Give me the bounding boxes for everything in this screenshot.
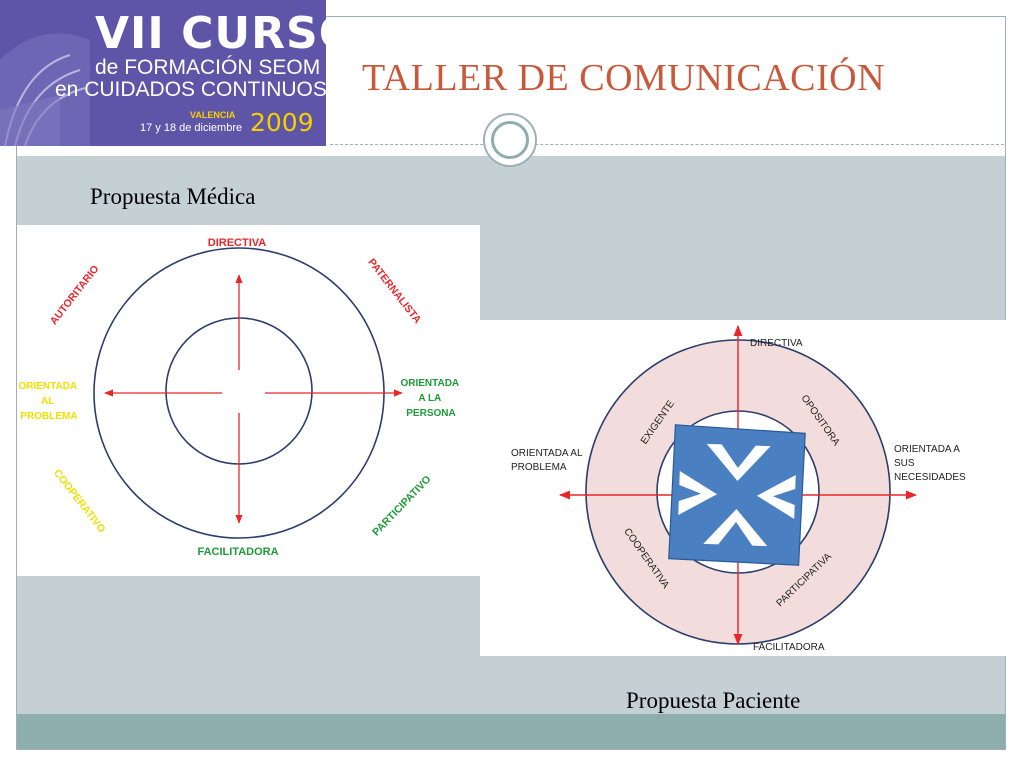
logo-building-graphic xyxy=(0,0,326,146)
logo-line-3: en CUIDADOS CONTINUOS xyxy=(55,78,326,101)
label-propuesta-paciente: Propuesta Paciente xyxy=(626,688,801,713)
label-directiva: DIRECTIVA xyxy=(208,237,267,249)
logo-line-2: de FORMACIÓN SEOM xyxy=(95,56,321,79)
logo-year: 2009 xyxy=(250,108,314,137)
label-propuesta-medica: Propuesta Médica xyxy=(90,184,256,209)
four-way-arrow-graphic xyxy=(668,424,806,566)
header-divider xyxy=(330,144,1004,145)
diagram-medica: DIRECTIVA AUTORITARIO PATERNALISTA ORIEN… xyxy=(17,225,480,576)
footer-band xyxy=(17,714,1005,749)
diagram-paciente: DIRECTIVA EXIGENTE OPOSITORA ORIENTADA A… xyxy=(480,320,1006,656)
logo-dates: 17 y 18 de diciembre xyxy=(140,122,243,134)
label-orientada-problema: ORIENTADA AL PROBLEMA xyxy=(18,381,79,422)
page-title: TALLER DE COMUNICACIÓN xyxy=(362,57,886,99)
label-directiva: DIRECTIVA xyxy=(750,338,803,349)
label-facilitadora: FACILITADORA xyxy=(753,642,825,653)
label-autoritario: AUTORITARIO xyxy=(48,263,102,327)
label-paternalista: PATERNALISTA xyxy=(365,256,423,326)
label-cooperativo: COOPERATIVO xyxy=(51,467,108,535)
label-orientada-necesidades: ORIENTADA A SUS NECESIDADES xyxy=(894,444,966,483)
title-ring-inner xyxy=(491,121,529,159)
label-participativo: PARTICIPATIVO xyxy=(370,473,433,538)
label-orientada-al-problema: ORIENTADA AL PROBLEMA xyxy=(511,448,585,473)
label-facilitadora: FACILITADORA xyxy=(197,546,278,558)
logo-line-1: VII CURSO xyxy=(95,8,326,59)
course-logo: VII CURSO de FORMACIÓN SEOM en CUIDADOS … xyxy=(0,0,326,146)
title-ring-ornament xyxy=(483,113,537,167)
label-orientada-persona: ORIENTADA A LA PERSONA xyxy=(400,378,461,419)
logo-city: VALENCIA xyxy=(190,110,236,120)
